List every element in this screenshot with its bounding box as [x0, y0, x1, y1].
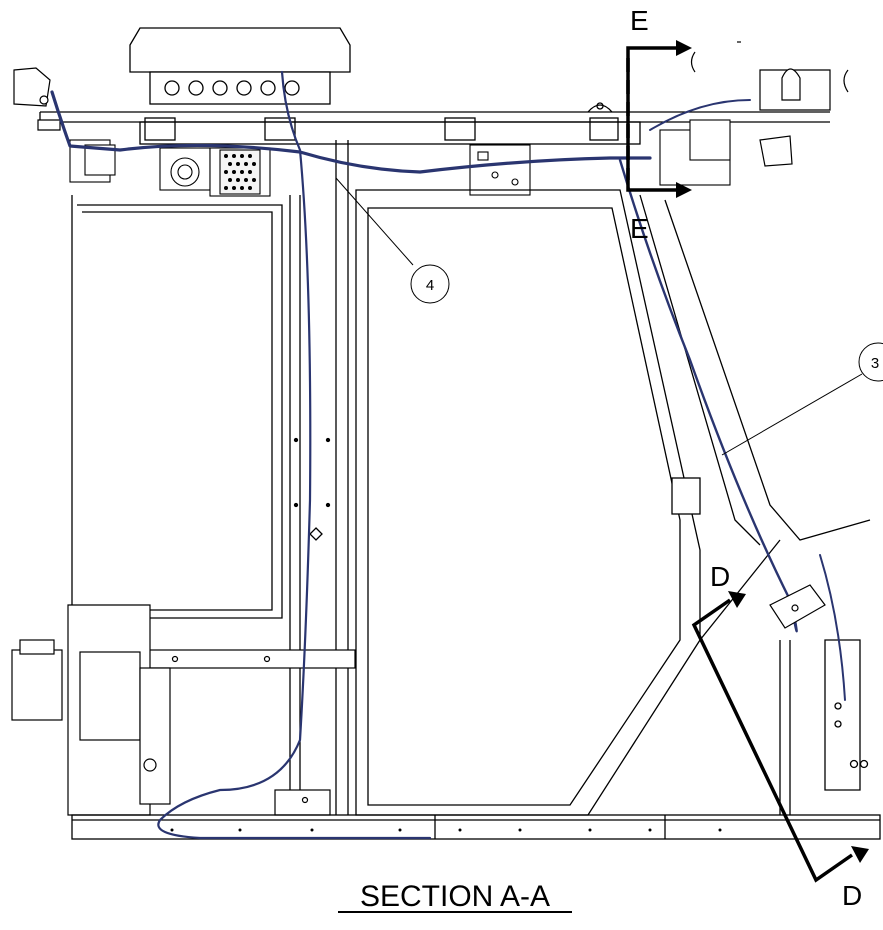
section-d-top-label: D	[710, 561, 730, 592]
section-e-bottom-label: E	[630, 213, 649, 244]
door-window	[355, 189, 701, 816]
right-pillar	[639, 194, 871, 815]
section-d-arrow-top	[728, 591, 746, 608]
right-roof-bracket	[690, 41, 849, 167]
callout-4: 4	[335, 177, 450, 304]
section-d-arrow-bottom	[851, 846, 869, 863]
section-d-cut-line	[691, 598, 853, 883]
floor-rail	[71, 814, 881, 840]
callout-3-label: 3	[871, 355, 879, 372]
section-e-arrow-bottom	[676, 182, 692, 198]
section-e-cut-line	[626, 46, 676, 192]
lower-control-box	[11, 604, 331, 816]
top-control-assembly-right	[469, 119, 731, 196]
left-roof-bracket	[13, 67, 61, 131]
section-e-arrow-top	[676, 40, 692, 56]
callout-3: 3	[721, 342, 883, 456]
door-latch-assembly	[769, 584, 826, 629]
section-title: SECTION A-A	[360, 880, 550, 913]
section-e-top-label: E	[630, 5, 649, 36]
perforated-filter	[224, 154, 256, 190]
section-d-bottom-label: D	[842, 880, 862, 911]
blower-housing	[129, 27, 351, 105]
lower-cross-member	[144, 649, 356, 669]
left-pillar	[71, 140, 349, 815]
floor-rail-holes	[170, 828, 722, 832]
callout-4-label: 4	[426, 277, 434, 294]
